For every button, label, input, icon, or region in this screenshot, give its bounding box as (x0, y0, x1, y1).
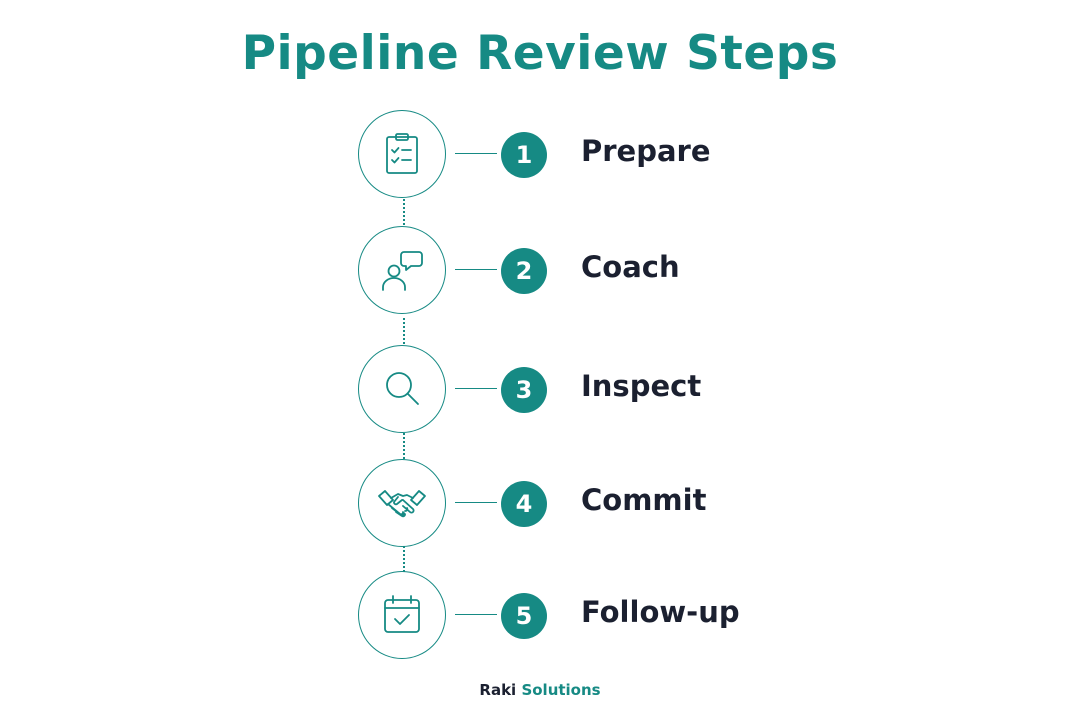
step-connector (403, 433, 405, 459)
step-label: Commit (581, 483, 707, 517)
clipboard-checklist-icon (386, 133, 418, 174)
step-number-badge: 4 (501, 481, 547, 527)
step-link-line (455, 388, 497, 389)
magnifying-glass-icon (386, 372, 419, 405)
step-number-badge: 1 (501, 132, 547, 178)
step-inspect: 3 Inspect (0, 345, 1080, 435)
step-link-line (455, 502, 497, 503)
step-connector (403, 318, 405, 344)
step-label: Prepare (581, 134, 711, 168)
footer-brand: Raki Solutions (0, 681, 1080, 699)
step-label: Coach (581, 250, 680, 284)
page-title: Pipeline Review Steps (241, 26, 839, 81)
step-link-line (455, 269, 497, 270)
step-icon-circle (358, 226, 446, 314)
step-connector (403, 546, 405, 572)
step-link-line (455, 153, 497, 154)
step-connector (403, 199, 405, 225)
step-icon-circle (358, 110, 446, 198)
step-number-badge: 2 (501, 248, 547, 294)
step-label: Inspect (581, 369, 702, 403)
step-number-badge: 5 (501, 593, 547, 639)
step-follow-up: 5 Follow-up (0, 571, 1080, 661)
person-speech-bubble-icon (382, 251, 423, 291)
step-number-badge: 3 (501, 367, 547, 413)
step-icon-circle (358, 459, 446, 547)
brand-accent: Solutions (521, 681, 601, 699)
step-icon-circle (358, 571, 446, 659)
calendar-check-icon (384, 595, 420, 633)
step-link-line (455, 614, 497, 615)
brand-name: Raki (479, 681, 517, 699)
step-prepare: 1 Prepare (0, 110, 1080, 200)
step-label: Follow-up (581, 595, 740, 629)
handshake-icon (378, 490, 426, 518)
step-commit: 4 Commit (0, 459, 1080, 549)
step-coach: 2 Coach (0, 226, 1080, 316)
step-icon-circle (358, 345, 446, 433)
